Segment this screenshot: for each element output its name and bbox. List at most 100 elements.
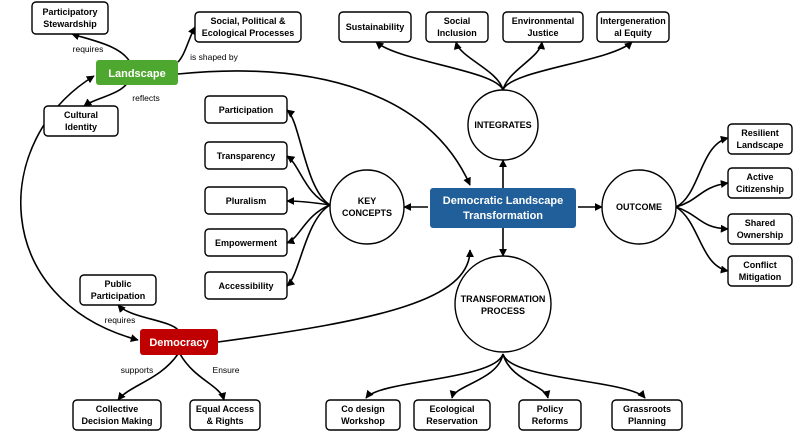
outcome-item-line1: Shared bbox=[745, 218, 776, 228]
outcome-item-line1: Conflict bbox=[743, 260, 777, 270]
node-cultural-identity[interactable]: Cultural Identity bbox=[43, 105, 119, 137]
transformation-item-policy-reforms[interactable]: Policy Reforms bbox=[518, 399, 582, 431]
edge-landscape-to-processes bbox=[177, 26, 196, 63]
integrates-item-line1: Social bbox=[444, 16, 471, 26]
edge-tr-codesign bbox=[365, 353, 504, 399]
integrates-item-intergenerational-equity[interactable]: Intergeneration al Equity bbox=[596, 11, 670, 43]
integrates-item-line2: Justice bbox=[527, 28, 558, 38]
key-concept-label: Accessibility bbox=[218, 281, 273, 291]
edge-tr-grassroots bbox=[502, 353, 646, 399]
node-text-1: Participatory bbox=[42, 7, 97, 17]
key-concept-accessibility[interactable]: Accessibility bbox=[204, 271, 288, 300]
transformation-line2: PROCESS bbox=[481, 306, 525, 316]
center-line1: Democratic Landscape bbox=[443, 195, 563, 207]
edge-int-inclusion bbox=[453, 41, 504, 91]
outcome-item-active-citizenship[interactable]: Active Citizenship bbox=[727, 167, 793, 199]
integrates-item-line2: Inclusion bbox=[437, 28, 477, 38]
node-equal-access-rights[interactable]: Equal Access & Rights bbox=[189, 399, 261, 431]
edge-out-active bbox=[675, 180, 729, 208]
node-text-1: Equal Access bbox=[196, 404, 254, 414]
transformation-item-line2: Reforms bbox=[532, 416, 569, 426]
node-social-political-ecological[interactable]: Social, Political & Ecological Processes bbox=[194, 11, 302, 43]
node-text-1: Collective bbox=[96, 404, 139, 414]
outcome-item-resilient-landscape[interactable]: Resilient Landscape bbox=[727, 123, 793, 155]
edge-landscape-to-stewardship bbox=[71, 32, 131, 63]
edge-label-reflects: reflects bbox=[132, 93, 159, 103]
edge-tr-policy bbox=[502, 353, 551, 399]
key-concept-label: Empowerment bbox=[215, 238, 277, 248]
edge-democracy-to-center bbox=[217, 249, 474, 343]
edge-democracy-to-collective bbox=[117, 353, 179, 401]
outcome-label: OUTCOME bbox=[616, 202, 662, 212]
transformation-item-line2: Workshop bbox=[341, 416, 385, 426]
integrates-circle[interactable]: INTEGRATES bbox=[467, 89, 539, 161]
edge-label-requires-democracy: requires bbox=[105, 315, 136, 325]
landscape-node[interactable]: Landscape bbox=[96, 60, 178, 85]
edge-int-justice bbox=[502, 41, 546, 91]
transformation-item-line1: Co design bbox=[341, 404, 385, 414]
edge-key-transparency bbox=[286, 155, 331, 206]
key-concepts-line1: KEY bbox=[358, 196, 377, 206]
outcome-item-shared-ownership[interactable]: Shared Ownership bbox=[727, 213, 793, 245]
edge-key-participation bbox=[286, 109, 331, 206]
key-concept-transparency[interactable]: Transparency bbox=[204, 141, 288, 170]
key-concept-label: Transparency bbox=[217, 151, 276, 161]
node-participatory-stewardship[interactable]: Participatory Stewardship bbox=[31, 1, 109, 35]
key-concepts-circle[interactable]: KEY CONCEPTS bbox=[329, 169, 405, 245]
center-node-bg bbox=[430, 188, 576, 228]
transformation-item-codesign-workshop[interactable]: Co design Workshop bbox=[325, 399, 401, 431]
edge-out-conflict bbox=[675, 206, 729, 274]
edge-label-shaped-by: is shaped by bbox=[190, 52, 238, 62]
node-text-2: Stewardship bbox=[43, 19, 97, 29]
edge-label-ensure: Ensure bbox=[213, 365, 240, 375]
key-concept-participation[interactable]: Participation bbox=[204, 95, 288, 124]
edge-landscape-to-identity bbox=[83, 81, 129, 107]
transformation-item-line2: Planning bbox=[628, 416, 666, 426]
edge-democracy-to-participation bbox=[117, 304, 179, 331]
key-concepts-line2: CONCEPTS bbox=[342, 208, 392, 218]
node-text-1: Public bbox=[104, 279, 131, 289]
democracy-node[interactable]: Democracy bbox=[140, 329, 218, 355]
outcome-item-line2: Citizenship bbox=[736, 184, 785, 194]
landscape-label: Landscape bbox=[108, 68, 165, 80]
integrates-item-environmental-justice[interactable]: Environmental Justice bbox=[502, 11, 584, 43]
integrates-item-social-inclusion[interactable]: Social Inclusion bbox=[425, 11, 489, 43]
integrates-item-line1: Sustainability bbox=[346, 22, 405, 32]
edge-label-requires-landscape: requires bbox=[73, 44, 104, 54]
outcome-item-line2: Landscape bbox=[736, 140, 783, 150]
integrates-item-sustainability[interactable]: Sustainability bbox=[338, 11, 412, 43]
democracy-node-bg bbox=[140, 329, 218, 355]
edge-tr-ecological bbox=[449, 353, 504, 399]
node-text-2: & Rights bbox=[207, 416, 244, 426]
outcome-item-line2: Ownership bbox=[737, 230, 784, 240]
transformation-item-line1: Ecological bbox=[429, 404, 474, 414]
edge-landscape-to-center bbox=[177, 70, 471, 186]
center-line2: Transformation bbox=[463, 210, 543, 222]
edge-key-empowerment bbox=[286, 204, 331, 245]
integrates-item-line1: Intergeneration bbox=[600, 16, 666, 26]
edge-int-equity bbox=[502, 41, 633, 91]
outcome-item-line2: Mitigation bbox=[739, 272, 782, 282]
outcome-circle[interactable]: OUTCOME bbox=[601, 169, 677, 245]
transformation-item-line1: Policy bbox=[537, 404, 564, 414]
node-text-2: Identity bbox=[65, 122, 97, 132]
node-text-1: Social, Political & bbox=[210, 16, 286, 26]
edge-democracy-to-equal bbox=[179, 353, 226, 401]
node-collective-decision-making[interactable]: Collective Decision Making bbox=[72, 399, 162, 431]
transformation-line1: TRANSFORMATION bbox=[461, 294, 546, 304]
connectors bbox=[20, 26, 729, 401]
outcome-item-conflict-mitigation[interactable]: Conflict Mitigation bbox=[727, 255, 793, 287]
integrates-item-line2: al Equity bbox=[614, 28, 652, 38]
transformation-circle[interactable]: TRANSFORMATION PROCESS bbox=[454, 255, 552, 353]
transformation-item-ecological-reservation[interactable]: Ecological Reservation bbox=[413, 399, 491, 431]
node-public-participation[interactable]: Public Participation bbox=[79, 274, 157, 306]
edge-key-pluralism bbox=[286, 197, 331, 206]
node-text-1: Cultural bbox=[64, 110, 98, 120]
landscape-node-bg bbox=[96, 60, 178, 85]
center-node[interactable]: Democratic Landscape Transformation bbox=[430, 188, 576, 228]
transformation-item-grassroots-planning[interactable]: Grassroots Planning bbox=[611, 399, 683, 431]
key-concept-label: Pluralism bbox=[226, 196, 267, 206]
key-concept-empowerment[interactable]: Empowerment bbox=[204, 228, 288, 257]
key-concept-pluralism[interactable]: Pluralism bbox=[204, 186, 288, 215]
